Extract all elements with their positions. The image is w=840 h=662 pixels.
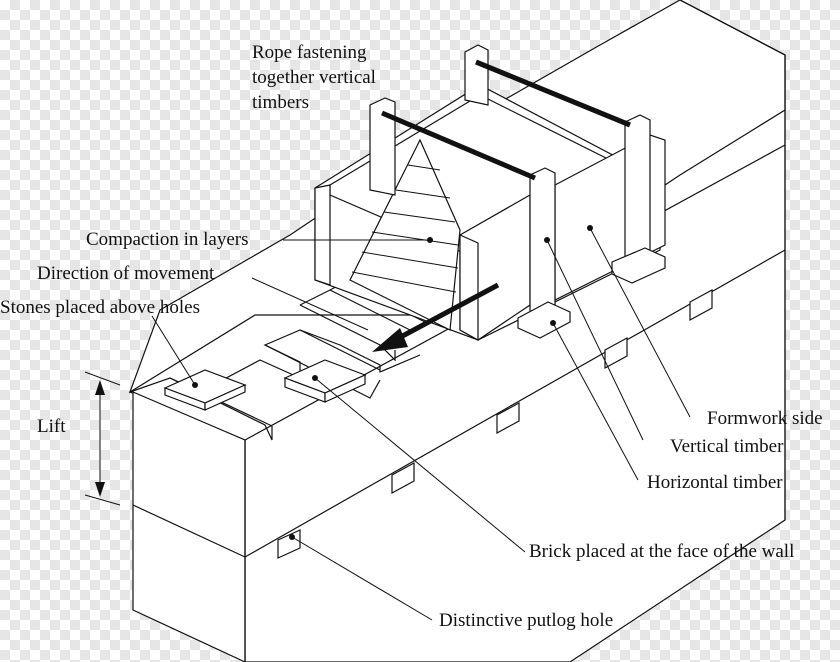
label-brick: Brick placed at the face of the wall [529, 541, 794, 562]
horizontal-timber-front [517, 301, 571, 339]
label-horizontal: Horizontal timber [647, 472, 783, 493]
labels: Rope fastening together vertical timbers… [0, 42, 823, 631]
label-lift: Lift [37, 416, 66, 437]
label-vertical: Vertical timber [670, 436, 784, 457]
label-compaction: Compaction in layers [86, 229, 249, 250]
earth-fill [349, 138, 461, 331]
label-rope-1: Rope fastening [252, 42, 367, 63]
label-rope-3: timbers [252, 92, 309, 113]
leader-lines [151, 225, 691, 621]
direction-arrow [372, 282, 500, 352]
horizontal-timbers [517, 247, 666, 339]
formwork [314, 84, 666, 342]
label-formwork: Formwork side [707, 408, 823, 429]
label-rope-2: together vertical [252, 67, 376, 88]
ropes [381, 59, 631, 181]
brick-at-face [283, 359, 367, 403]
lift-dimension [84, 371, 121, 506]
putlog-holes [277, 288, 713, 559]
rope-front [381, 110, 536, 181]
wall-end-face [132, 391, 246, 662]
stone-above-hole [163, 369, 247, 411]
rope-back [475, 59, 631, 128]
vertical-timber-right [624, 114, 651, 273]
vertical-timber-front [529, 167, 556, 326]
vertical-timbers [369, 44, 651, 326]
label-stones: Stones placed above holes [0, 297, 200, 318]
label-direction: Direction of movement [37, 263, 215, 284]
label-putlog: Distinctive putlog hole [439, 610, 613, 631]
